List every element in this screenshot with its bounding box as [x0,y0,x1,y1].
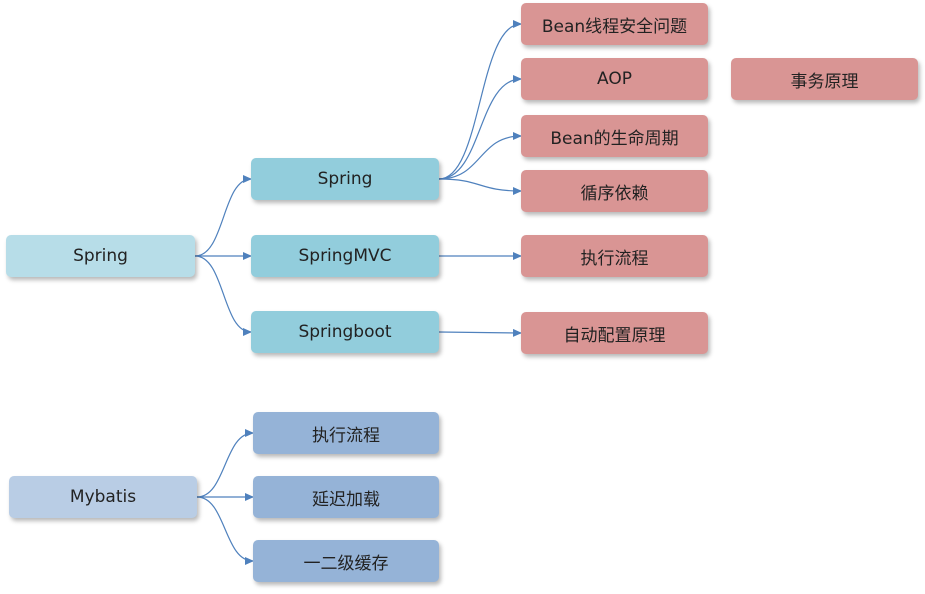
node-mybatis-two-level-cache: 一二级缓存 [253,540,439,582]
node-label: 执行流程 [312,425,380,446]
node-label: Springboot [298,322,392,342]
node-label: 事务原理 [790,71,859,92]
edge-spring-to-bean-thread-safety [438,20,522,180]
edge-mybatis-to-two-level-cache [196,496,254,565]
node-label: 一二级缓存 [303,553,389,574]
node-mvc-execution-flow: 执行流程 [521,235,708,277]
node-aop: AOP [521,58,708,100]
node-mybatis-execution-flow: 执行流程 [253,412,439,454]
node-spring: Spring [251,158,439,200]
node-bean-lifecycle: Bean的生命周期 [521,115,708,157]
node-label: AOP [597,69,632,89]
edge-spring-root-to-spring [194,175,252,257]
node-label: Spring [317,169,373,189]
node-label: Spring [73,246,128,266]
edge-spring-to-aop [438,75,522,180]
edge-mybatis-to-execution-flow [196,429,254,498]
node-transaction-principle: 事务原理 [731,58,918,100]
node-mybatis-lazy-loading: 延迟加载 [253,476,439,518]
node-auto-config-principle: 自动配置原理 [521,312,708,354]
node-label: 延迟加载 [312,489,380,510]
node-springboot: Springboot [251,311,439,353]
node-label: 自动配置原理 [563,325,666,346]
node-label: Mybatis [69,487,137,507]
node-label: 执行流程 [580,248,649,269]
node-label: SpringMVC [298,246,392,266]
node-bean-thread-safety: Bean线程安全问题 [521,3,708,45]
node-label: Bean线程安全问题 [541,16,688,37]
node-springmvc: SpringMVC [251,235,439,277]
edge-spring-to-bean-lifecycle [438,132,522,180]
node-spring-root: Spring [6,235,195,277]
edge-spring-root-to-springboot [194,255,252,336]
edge-spring-to-circular-dependency [438,178,522,195]
node-circular-dependency: 循序依赖 [521,170,708,212]
node-mybatis-root: Mybatis [9,476,197,518]
node-label: Bean的生命周期 [550,128,679,149]
node-label: 循序依赖 [580,183,649,204]
edge-springboot-to-auto-config [438,328,522,337]
